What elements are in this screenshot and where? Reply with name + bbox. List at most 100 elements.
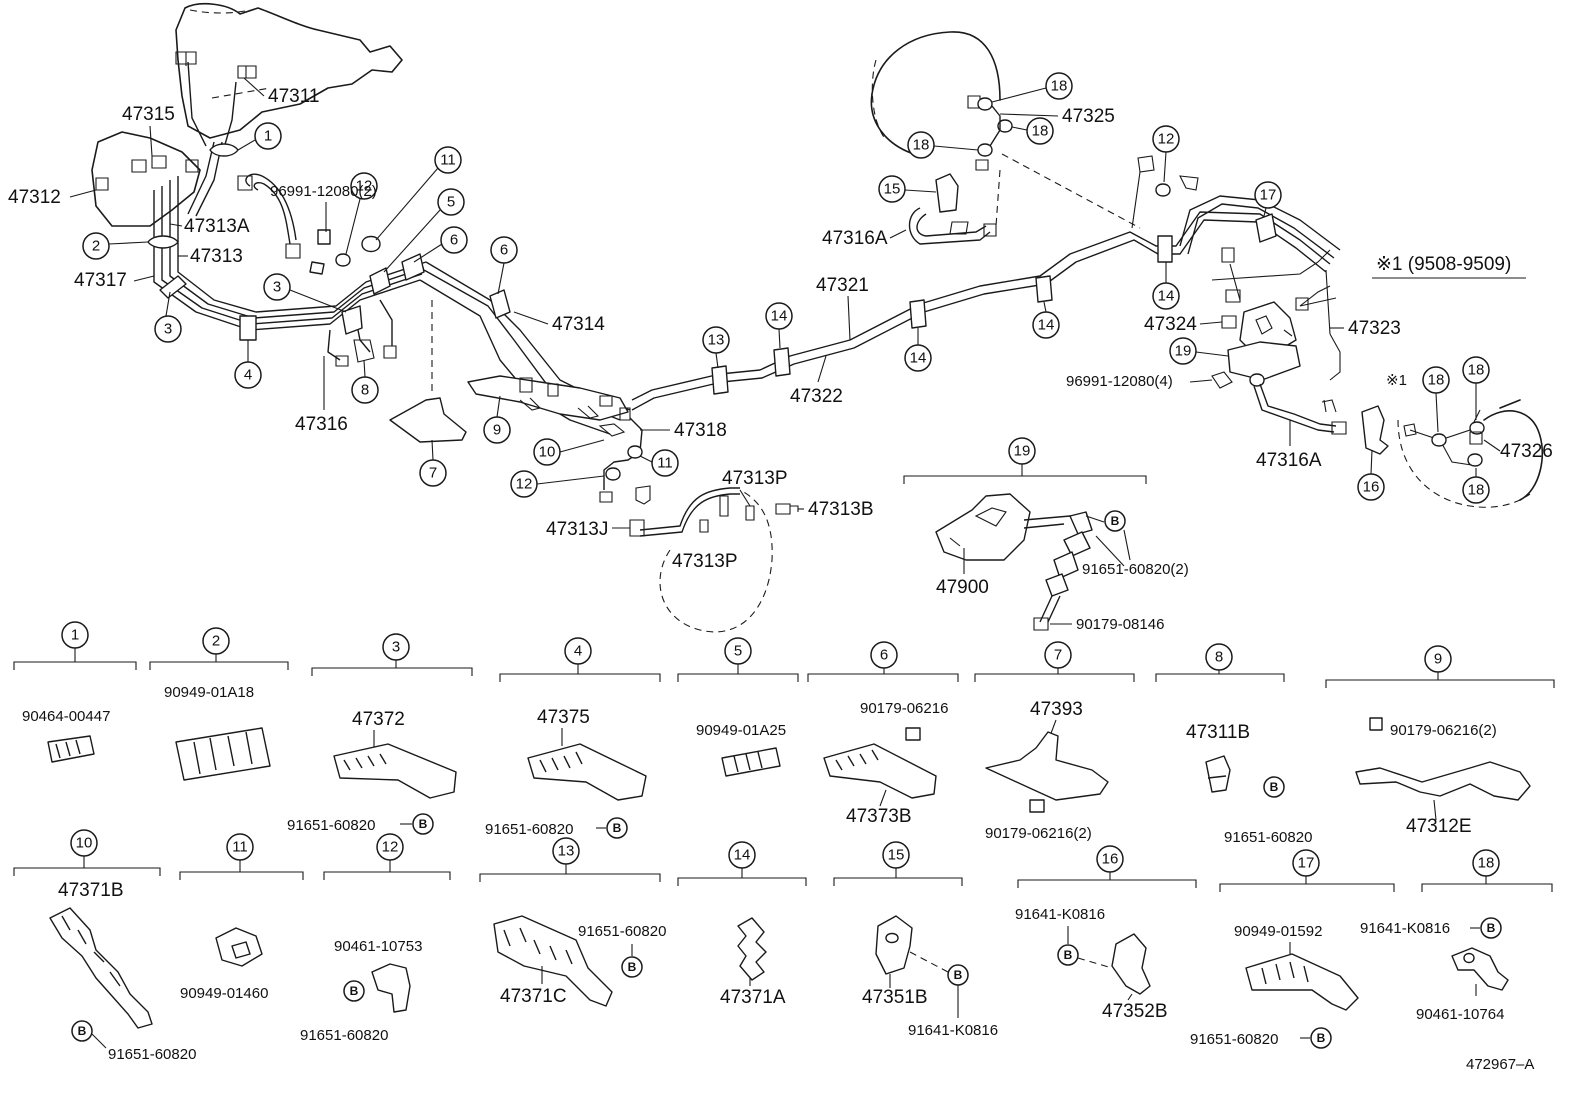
bolt-marker-15: B xyxy=(947,964,969,986)
part-90949-01592: 90949-01592 xyxy=(1234,923,1322,940)
callout-18-f: 18 xyxy=(1462,468,1490,504)
svg-text:14: 14 xyxy=(1158,288,1175,305)
bolt-marker-8: B xyxy=(1263,776,1285,798)
part-10-91651-60820: 91651-60820 xyxy=(108,1046,196,1063)
callout-1: 1 xyxy=(237,122,282,151)
group-8-number: 8 xyxy=(1205,643,1233,671)
tube-47313j-drawing xyxy=(629,487,799,633)
callout-19-group: 19 xyxy=(1008,437,1036,476)
group-7-number: 7 xyxy=(1044,641,1072,669)
part-90949-01a18: 90949-01A18 xyxy=(164,684,254,701)
clamp-47371a xyxy=(737,917,767,981)
svg-text:17: 17 xyxy=(1298,855,1315,872)
svg-text:2: 2 xyxy=(92,238,100,255)
bolt-marker-4: B xyxy=(606,817,628,839)
part-18-91641-k0816: 91641-K0816 xyxy=(1360,920,1450,937)
svg-text:12: 12 xyxy=(516,476,533,493)
bolt-marker-47900: B xyxy=(1104,510,1126,532)
load-sensing-valve-drawing xyxy=(903,475,1147,631)
group-12-number: 12 xyxy=(376,833,404,861)
svg-text:B: B xyxy=(1317,1031,1326,1045)
svg-text:7: 7 xyxy=(1054,647,1062,664)
group-11-number: 11 xyxy=(226,833,254,861)
part-47351b: 47351B xyxy=(862,987,928,1008)
label-96991-12080-2: 96991-12080(2) xyxy=(270,183,377,200)
clamp-47375 xyxy=(527,743,647,801)
clamp-47371b xyxy=(49,907,153,1029)
svg-text:18: 18 xyxy=(1468,482,1485,499)
callout-8: 8 xyxy=(351,359,379,404)
part-47352b: 47352B xyxy=(1102,1001,1168,1022)
part-13-91651-60820: 91651-60820 xyxy=(578,923,666,940)
label-47318: 47318 xyxy=(674,420,727,441)
part-47371a: 47371A xyxy=(720,987,786,1008)
svg-text:16: 16 xyxy=(1363,479,1380,496)
note-marker-1: ※1 xyxy=(1386,372,1407,389)
label-47313p-top: 47313P xyxy=(722,468,788,489)
callout-4: 4 xyxy=(234,340,262,389)
svg-text:18: 18 xyxy=(1051,78,1068,95)
svg-text:6: 6 xyxy=(880,647,888,664)
svg-text:14: 14 xyxy=(910,350,927,367)
svg-text:B: B xyxy=(613,821,622,835)
clip-47311b xyxy=(1205,755,1231,793)
label-47316a-lower: 47316A xyxy=(1256,450,1322,471)
svg-text:18: 18 xyxy=(913,137,930,154)
part-47393: 47393 xyxy=(1030,699,1083,720)
clamp-90949-01a18 xyxy=(175,727,271,781)
callout-18-d: 18 xyxy=(1422,366,1450,433)
callout-3-right: 3 xyxy=(263,273,347,313)
svg-text:10: 10 xyxy=(539,444,556,461)
part-90461-10753: 90461-10753 xyxy=(334,938,422,955)
label-47321: 47321 xyxy=(816,275,869,296)
clamp-47372 xyxy=(333,743,457,799)
svg-text:11: 11 xyxy=(440,152,456,169)
part-90179-06216: 90179-06216 xyxy=(860,700,948,717)
part-47311b: 47311B xyxy=(1186,722,1250,743)
master-cylinder-drawing xyxy=(91,2,403,227)
group-2-number: 2 xyxy=(202,627,230,655)
svg-text:B: B xyxy=(1487,921,1496,935)
part-4-91651-60820: 91651-60820 xyxy=(485,821,573,838)
svg-text:14: 14 xyxy=(1038,317,1055,334)
callout-5: 5 xyxy=(383,188,465,273)
svg-text:18: 18 xyxy=(1428,372,1445,389)
svg-text:8: 8 xyxy=(361,382,369,399)
label-47312: 47312 xyxy=(8,187,61,208)
label-47316: 47316 xyxy=(295,414,348,435)
svg-text:14: 14 xyxy=(771,308,788,325)
label-47317: 47317 xyxy=(74,270,127,291)
label-47326: 47326 xyxy=(1500,441,1553,462)
part-90179-06216-2: 90179-06216(2) xyxy=(985,825,1092,842)
callout-10: 10 xyxy=(533,438,605,466)
callout-15: 15 xyxy=(878,175,937,203)
part-90461-10764: 90461-10764 xyxy=(1416,1006,1504,1023)
parts-row-1: 1 2 3 4 5 6 7 8 9 90464-00447 90949-01A1… xyxy=(13,621,1555,846)
svg-text:18: 18 xyxy=(1032,123,1049,140)
group-10-number: 10 xyxy=(70,829,98,857)
top-labels: 47311 47315 47312 47313A 47313 47317 473… xyxy=(8,77,1553,633)
bracket-47351b xyxy=(875,915,913,975)
svg-text:B: B xyxy=(1111,514,1120,528)
part-47371c: 47371C xyxy=(500,986,567,1007)
label-47325: 47325 xyxy=(1062,106,1115,127)
part-15-91641-k0816: 91641-K0816 xyxy=(908,1022,998,1039)
group-1-number: 1 xyxy=(61,621,89,649)
rear-drum-lower-drawing xyxy=(1361,399,1544,508)
callout-14-a: 14 xyxy=(765,302,793,349)
svg-text:2: 2 xyxy=(212,633,220,650)
top-callouts: 1 2 3 4 3 5 6 6 11 12 8 7 9 10 11 12 13 … xyxy=(82,72,1490,532)
svg-text:17: 17 xyxy=(1260,187,1277,204)
label-47313p-bottom: 47313P xyxy=(672,551,738,572)
svg-text:15: 15 xyxy=(884,181,901,198)
clamp-47371c xyxy=(493,915,613,1007)
svg-text:13: 13 xyxy=(708,332,725,349)
figure-id: 472967–A xyxy=(1466,1056,1534,1073)
label-90179-08146: 90179-08146 xyxy=(1076,616,1164,633)
note-9508-9509: ※1 (9508-9509) xyxy=(1376,254,1511,275)
callout-14-c: 14 xyxy=(1032,301,1060,339)
part-47372: 47372 xyxy=(352,709,405,730)
part-16-91641-k0816: 91641-K0816 xyxy=(1015,906,1105,923)
label-96991-12080-4: 96991-12080(4) xyxy=(1066,373,1173,390)
label-47316a-upper: 47316A xyxy=(822,228,888,249)
